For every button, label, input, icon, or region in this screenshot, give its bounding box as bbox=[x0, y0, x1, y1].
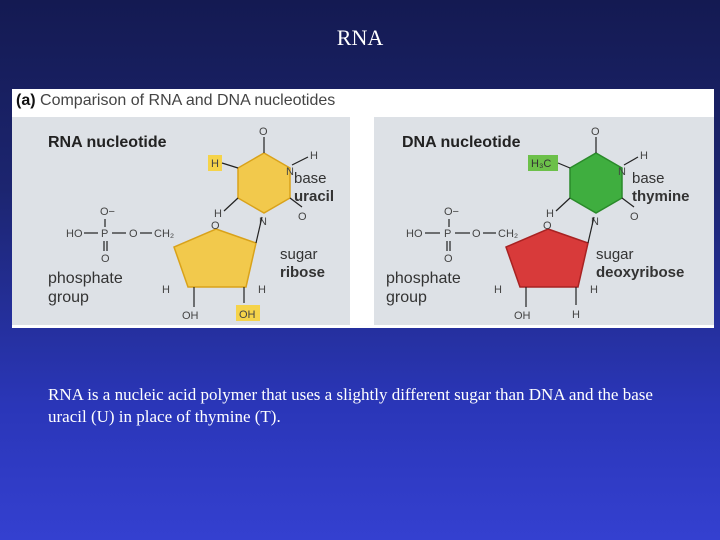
rna-o-bottom-p: O bbox=[101, 253, 110, 265]
dna-base-label: base bbox=[632, 170, 665, 187]
slide-caption: RNA is a nucleic acid polymer that uses … bbox=[48, 385, 653, 426]
rna-heading: RNA nucleotide bbox=[48, 134, 167, 151]
rna-oh-highlight bbox=[236, 305, 260, 321]
dna-panel: DNA nucleotide O N H H₃C H N O base thym… bbox=[374, 117, 714, 325]
dna-phosphate-label: phosphate bbox=[386, 270, 461, 287]
dna-ch2: CH₂ bbox=[498, 228, 518, 240]
dna-nucleotide-diagram: DNA nucleotide O N H H₃C H N O base thym… bbox=[386, 126, 690, 322]
dna-h-left-sugar: H bbox=[494, 284, 502, 296]
dna-methyl: H₃C bbox=[531, 158, 551, 170]
dna-methyl-highlight bbox=[528, 155, 558, 171]
rna-h-highlight-text: H bbox=[211, 158, 219, 170]
rna-p: P bbox=[101, 228, 108, 240]
thymine-ring bbox=[569, 152, 623, 214]
figure-title: (a) Comparison of RNA and DNA nucleotide… bbox=[16, 92, 335, 110]
dna-n-right: N bbox=[618, 166, 626, 178]
rna-h-n: H bbox=[310, 150, 318, 162]
dna-p: P bbox=[444, 228, 451, 240]
dna-ho: HO bbox=[406, 228, 423, 240]
rna-ch2: CH₂ bbox=[154, 228, 174, 240]
nucleotide-comparison-figure: (a) Comparison of RNA and DNA nucleotide… bbox=[12, 89, 714, 328]
dna-o-link: O bbox=[472, 228, 481, 240]
dna-sugar-label: sugar bbox=[596, 246, 634, 263]
rna-n-right: N bbox=[286, 166, 294, 178]
rna-ho: HO bbox=[66, 228, 83, 240]
rna-h-left: H bbox=[214, 208, 222, 220]
dna-h-right-sugar: H bbox=[590, 284, 598, 296]
rna-o-ring: O bbox=[211, 220, 220, 232]
dna-h-left: H bbox=[546, 208, 554, 220]
dna-n-bottom: N bbox=[591, 216, 599, 228]
rna-panel: RNA nucleotide O N H H H N O base uracil… bbox=[12, 117, 350, 325]
dna-heading: DNA nucleotide bbox=[402, 134, 521, 151]
rna-n-bottom: N bbox=[259, 216, 267, 228]
rna-base-label: base bbox=[294, 170, 327, 187]
rna-o-link: O bbox=[129, 228, 138, 240]
dna-oh-left: OH bbox=[514, 310, 531, 322]
dna-base-name: thymine bbox=[632, 188, 690, 205]
ribose-ring bbox=[173, 228, 257, 288]
figure-label: (a) bbox=[16, 92, 36, 109]
rna-phosphate-label: phosphate bbox=[48, 270, 123, 287]
rna-sugar-label: sugar bbox=[280, 246, 318, 263]
rna-phosphate-label2: group bbox=[48, 289, 89, 306]
dna-o-top: O bbox=[591, 126, 600, 138]
slide-title: RNA bbox=[336, 25, 384, 50]
rna-nucleotide-diagram: RNA nucleotide O N H H H N O base uracil… bbox=[48, 126, 334, 322]
rna-base-name: uracil bbox=[294, 188, 334, 205]
rna-oh-left: OH bbox=[182, 310, 199, 322]
dna-phosphate-label2: group bbox=[386, 289, 427, 306]
dna-h-n: H bbox=[640, 150, 648, 162]
rna-h-left-sugar: H bbox=[162, 284, 170, 296]
rna-o-top: O bbox=[259, 126, 268, 138]
dna-h-right: H bbox=[572, 309, 580, 321]
rna-h-right-sugar: H bbox=[258, 284, 266, 296]
uracil-ring bbox=[237, 152, 291, 214]
dna-sugar-name: deoxyribose bbox=[596, 264, 684, 281]
dna-o-ring: O bbox=[543, 220, 552, 232]
deoxyribose-ring bbox=[505, 228, 589, 288]
rna-h-highlight bbox=[208, 155, 222, 171]
dna-o-bottom: O bbox=[630, 211, 639, 223]
dna-o-minus: O− bbox=[444, 206, 459, 218]
figure-title-text: Comparison of RNA and DNA nucleotides bbox=[40, 92, 336, 109]
rna-oh-right: OH bbox=[239, 309, 256, 321]
rna-sugar-name: ribose bbox=[280, 264, 325, 281]
dna-o-bottom-p: O bbox=[444, 253, 453, 265]
rna-o-bottom: O bbox=[298, 211, 307, 223]
rna-o-minus: O− bbox=[100, 206, 115, 218]
